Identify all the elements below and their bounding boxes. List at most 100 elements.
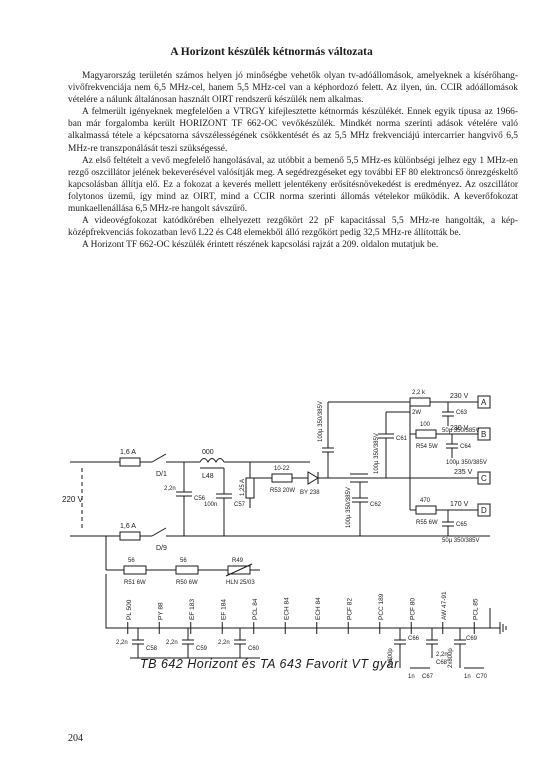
paragraph-4: A videovégfokozat katódkörében elhelyeze… xyxy=(68,216,518,239)
capacitor-c56: C56 2,2n xyxy=(164,462,206,536)
tube-label: PCL 84 xyxy=(252,598,259,620)
terminal-d: 170 V D xyxy=(450,501,491,517)
terminal-b-label: B xyxy=(481,430,486,439)
r49-label: R49 xyxy=(232,558,244,564)
resistor-r53: 10-22 R53 20W xyxy=(250,466,308,494)
tube-label: AW 47-91 xyxy=(441,591,448,620)
paragraph-5: A Horizont TF 662-OC készülék érintett r… xyxy=(82,240,439,251)
capacitor-c66: 2x800p C66 xyxy=(388,628,420,668)
terminal-a-voltage: 230 V xyxy=(450,393,469,400)
resistor-r51: 56 R51 6W xyxy=(105,536,176,586)
rtop-value: 2,2 k xyxy=(412,390,426,396)
tube-label: ECH 84 xyxy=(283,597,290,620)
fuse1-label: 1,6 A xyxy=(120,449,136,456)
c61-label: C61 xyxy=(396,436,408,442)
capacitor-c67: 1n C67 xyxy=(408,667,434,680)
c63-value: 50µ 350/385V xyxy=(442,428,480,434)
choke-value: 000 xyxy=(202,449,214,456)
tube-label: PL 500 xyxy=(126,599,133,620)
c60-value: 2,2n xyxy=(218,640,230,646)
paragraph-3: Az első feltételt a vevő megfelelő hango… xyxy=(68,155,518,215)
c65-value: 50µ 350/385V xyxy=(442,538,480,544)
resistor-2-2k: 2,2 k 2W xyxy=(409,390,478,416)
figure-caption: TB 642 Horizont és TA 643 Favorit VT gyá… xyxy=(140,657,399,671)
c57-value: 100n xyxy=(204,502,217,508)
c70-label: C70 xyxy=(476,674,488,680)
c59-value: 2,2n xyxy=(166,640,178,646)
tube-label: PY 88 xyxy=(157,602,164,620)
capacitor-c59: 2,2n C59 xyxy=(166,628,208,658)
c56-value: 2,2n xyxy=(164,486,176,492)
switch1-label: D/1 xyxy=(156,471,167,478)
r55-label: R55 6W xyxy=(416,520,438,526)
terminal-a-label: A xyxy=(481,398,487,407)
body-text: Magyarország területén számos helyen jó … xyxy=(68,70,518,251)
terminal-d-voltage: 170 V xyxy=(450,501,469,508)
page-number: 204 xyxy=(68,733,83,744)
terminal-b: 230 V B xyxy=(450,425,491,441)
r55-value: 470 xyxy=(420,498,431,504)
paragraph-1: Magyarország területén számos helyen jó … xyxy=(68,71,518,106)
tube-label: ECH 84 xyxy=(315,597,322,620)
paragraph-2: A felmerült igényeknek megfelelően a VTR… xyxy=(68,107,518,154)
c65-label: C65 xyxy=(456,522,468,528)
tube-label: PCF 80 xyxy=(409,598,416,620)
terminal-a: 230 V A xyxy=(450,393,491,409)
switch2-label: D/9 xyxy=(156,545,167,552)
c69-value: 2x800p xyxy=(448,648,454,668)
fuse-switch-bottom: 1,6 A D/9 xyxy=(119,523,180,552)
fuse-switch-top: 1,6 A D/1 xyxy=(119,449,180,478)
circuit-schematic: 220 V 1,6 A D/1 1,6 A D/9 000 L48 C56 2,… xyxy=(62,390,507,680)
fuse2-label: 1,6 A xyxy=(120,523,136,530)
choke-label: L48 xyxy=(202,473,214,480)
terminal-b-voltage: 230 V xyxy=(450,425,469,432)
tube-heater-chain xyxy=(105,574,491,629)
capacitor-c69: 2x800p C69 xyxy=(448,628,478,668)
c58-value: 2,2n xyxy=(116,640,128,646)
resistor-r55: 470 R55 6W xyxy=(409,478,478,526)
capacitor-c62: 100µ 350/385V C62 xyxy=(346,482,382,536)
capacitor-c61: 100µ 350/385V C61 xyxy=(374,412,408,478)
c68-value: 2,2n xyxy=(436,652,448,658)
capacitor-c64: C64 100µ 350/385V xyxy=(446,434,487,466)
terminal-d-label: D xyxy=(481,506,487,515)
capacitor-c68: 2,2n C68 xyxy=(426,628,448,666)
rtop-power: 2W xyxy=(412,410,421,416)
c63-label: C63 xyxy=(456,410,468,416)
c69-label: C69 xyxy=(466,636,478,642)
r50-value: 56 xyxy=(180,558,187,564)
fuse3-label: 1,25 A xyxy=(240,479,246,496)
terminal-c: 235 V C xyxy=(400,469,491,485)
r50-label: R50 6W xyxy=(176,580,198,586)
r54-value: 100 xyxy=(420,422,431,428)
mains-voltage-label: 220 V xyxy=(62,495,84,504)
terminal-c-label: C xyxy=(481,474,487,483)
page-title: A Horizont készülék kétnormás változata xyxy=(170,46,373,58)
r51-value: 56 xyxy=(128,558,135,564)
resistor-r49: R49 HLN 25/03 xyxy=(225,558,260,586)
diode-label: BY 238 xyxy=(300,490,320,496)
tube-label: EF 183 xyxy=(189,599,196,620)
resistor-r54: 100 R54 5W xyxy=(410,422,478,450)
c58-label: C58 xyxy=(146,646,158,652)
r53-value: 10-22 xyxy=(274,466,290,472)
r49-type: HLN 25/03 xyxy=(226,580,255,586)
c62-value: 100µ 350/385V xyxy=(346,487,352,528)
resistor-r50: 56 R50 6W xyxy=(175,558,228,586)
capacitor-c65: C65 50µ 350/385V xyxy=(442,510,480,544)
tube-label: PCL 85 xyxy=(472,598,479,620)
c62-label: C62 xyxy=(370,502,382,508)
choke-l48: 000 L48 xyxy=(180,449,310,480)
r54-label: R54 5W xyxy=(416,444,438,450)
capacitor-c63: C63 50µ 350/385V xyxy=(442,402,480,434)
c70-value: 1n xyxy=(464,674,471,680)
capacitor-c57: C57 100n xyxy=(180,468,310,537)
c66-value: 2x800p xyxy=(388,648,394,668)
c59-label: C59 xyxy=(196,646,208,652)
diode-by238: BY 238 xyxy=(300,471,330,496)
capacitor-c60: 2,2n C60 xyxy=(218,628,260,658)
main-filter: 100µ 350/385V xyxy=(318,401,400,483)
cmain-value: 100µ 350/385V xyxy=(318,401,324,442)
c64-label: C64 xyxy=(460,444,472,450)
c57-label: C57 xyxy=(234,502,246,508)
